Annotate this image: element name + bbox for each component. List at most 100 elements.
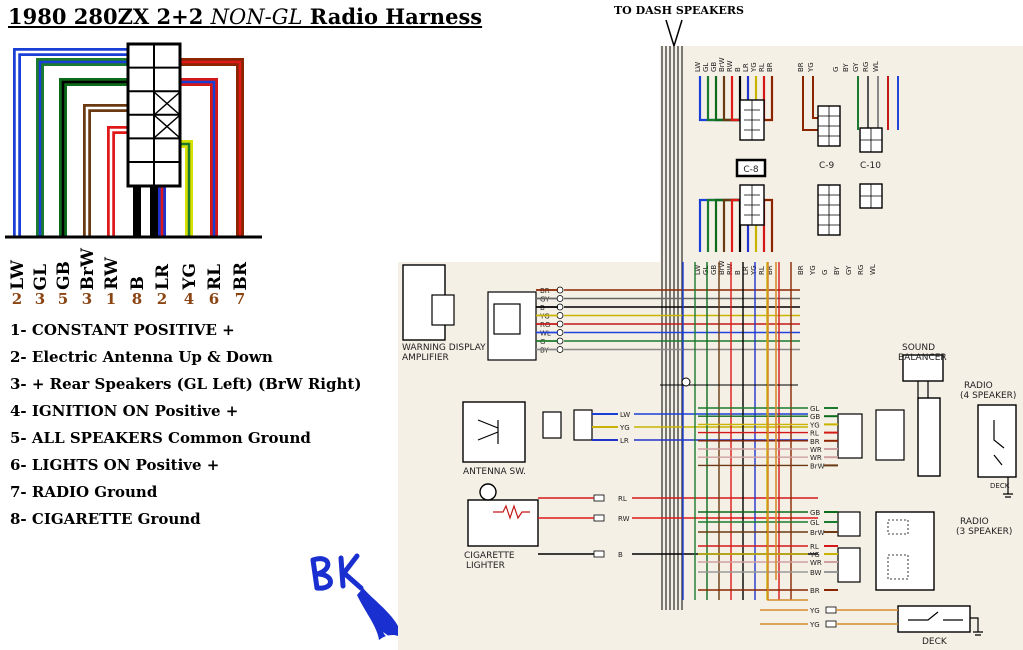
antenna-wire-label: LR — [620, 437, 629, 445]
c10-top-label: RG — [862, 62, 870, 72]
warning-amp-wire-label: GY — [540, 296, 550, 304]
cigarette-terminal — [593, 514, 605, 522]
legend-item: 6- LIGHTS ON Positive + — [10, 456, 220, 474]
cigarette-terminal — [593, 494, 605, 502]
lower-wire-label: GL — [702, 266, 710, 275]
wire-label-lw: LW — [8, 260, 28, 290]
antenna-switch-body — [462, 401, 526, 463]
warning-amp-label: WARNING DISPLAY — [402, 343, 486, 353]
legend-item: 2- Electric Antenna Up & Down — [10, 348, 273, 366]
lower-wire-label: BrW — [718, 260, 726, 275]
wire-label-gl: GL — [31, 263, 51, 290]
radio3-body — [875, 511, 935, 591]
deck-terminal — [825, 620, 837, 628]
c9-grid — [818, 106, 840, 146]
top-wire-label: B — [734, 67, 742, 72]
top-wire-label: LR — [742, 63, 750, 72]
warning-amp-wire-label: YG — [539, 313, 550, 321]
warning-amp-wire-label: BY — [540, 347, 549, 355]
lower-wire-label: RL — [758, 266, 766, 275]
wire-label-br: BR — [231, 261, 251, 291]
cigarette-lighter-element — [493, 504, 530, 520]
harness-diagram — [5, 42, 262, 239]
pin-number: 5 — [57, 290, 69, 308]
page-title: 1980 280ZX 2+2 NON-GL Radio Harness — [8, 4, 483, 29]
lower-wire-label: GY — [845, 265, 853, 275]
lower-wire-label: RG — [857, 265, 865, 275]
cigarette-terminal — [593, 550, 605, 558]
harness-wire-stripe-brw — [85, 106, 128, 236]
c10-bottom-grid — [860, 184, 882, 208]
warning-amp-label-2: AMPLIFIER — [402, 353, 449, 363]
warning-amp-wire-label: G — [540, 338, 545, 346]
radio4-wire-label: YG — [809, 421, 820, 429]
harness-wire-stripe-rw — [109, 128, 128, 236]
deck-label: DECK — [922, 637, 948, 647]
legend-item: 1- CONSTANT POSITIVE + — [10, 321, 235, 339]
deck-label-upper: DECK — [990, 482, 1010, 490]
wire-label-brw: BrW — [78, 247, 98, 290]
harness-wire-rw — [107, 126, 128, 236]
harness-wire-stripe-gb — [61, 80, 128, 236]
radio4-wire-label: BrW — [810, 462, 825, 470]
c10-top-label: BY — [842, 63, 850, 72]
lower-wire-label: GB — [710, 265, 718, 275]
deck-wire-label: YG — [809, 621, 820, 629]
c10-top-label: WL — [872, 61, 880, 72]
c10-top-label: GY — [852, 62, 860, 72]
c10-top-label: G — [832, 67, 840, 72]
radio3-plug-bottom — [837, 547, 861, 583]
pin-legend: 1- CONSTANT POSITIVE + 2- Electric Antenn… — [10, 317, 361, 533]
top-wire-label: GB — [710, 62, 718, 72]
top-wire-label: GL — [702, 63, 710, 72]
top-wire-label: BrW — [718, 57, 726, 72]
cigarette-lighter-label-2: LIGHTER — [466, 561, 505, 571]
deck-switch — [908, 611, 963, 621]
pin-number: 2 — [11, 290, 23, 308]
wire-label-rw: RW — [102, 257, 122, 290]
cigarette-wire-label: RW — [618, 515, 630, 523]
radio3-wire-label: YG — [809, 551, 820, 559]
legend-item: 5- ALL SPEAKERS Common Ground — [10, 429, 311, 447]
fuse-symbol — [681, 377, 691, 387]
wire-label-gb: GB — [54, 261, 74, 290]
lower-wire-label: LW — [694, 265, 702, 275]
radio3-label-2: (3 SPEAKER) — [956, 527, 1012, 537]
radio3-wire-label: WR — [810, 559, 822, 567]
harness-wire-stripe-rl — [180, 80, 216, 236]
top-wire-label: RL — [758, 63, 766, 72]
radio3-inner — [887, 519, 909, 535]
antenna-wire-label: LW — [620, 411, 630, 419]
lower-wire-label: BR — [797, 265, 805, 275]
radio4-ground — [1003, 477, 1013, 498]
legend-item: 8- CIGARETTE Ground — [10, 510, 201, 528]
pin-number: 2 — [156, 290, 168, 308]
pin-number: 4 — [183, 290, 195, 308]
radio3-wire-label: GB — [810, 509, 820, 517]
warning-amp-wire-label: RG — [540, 321, 550, 329]
wire-label-b: B — [128, 275, 148, 290]
warning-amp-connector — [431, 294, 455, 326]
deck-ground — [970, 617, 983, 636]
lower-wire-label: B — [734, 270, 742, 275]
radio4-switch — [993, 420, 1005, 466]
lower-wire-label: RW — [726, 263, 734, 275]
pin-number: 1 — [105, 290, 117, 308]
deck-body — [897, 605, 971, 633]
radio3-wire-label: BR — [810, 587, 820, 595]
wire-label-yg: YG — [180, 263, 200, 290]
warning-amp-wire-label: WL — [540, 330, 551, 338]
lower-wire-label: YG — [809, 265, 817, 276]
cigarette-wire-label: RL — [618, 495, 627, 503]
connector-label-c9: C-9 — [819, 161, 835, 171]
pin-number: 3 — [81, 290, 93, 308]
top-wire-label: LW — [694, 62, 702, 72]
sound-balancer-leads — [917, 381, 929, 398]
lower-wire-label: WL — [869, 264, 877, 275]
antenna-switch-plug — [542, 411, 562, 439]
top-wire-label: YG — [750, 62, 758, 73]
pin-number: 8 — [131, 290, 143, 308]
antenna-wire-label: YG — [619, 424, 630, 432]
radio3-wire-label: GL — [810, 519, 819, 527]
